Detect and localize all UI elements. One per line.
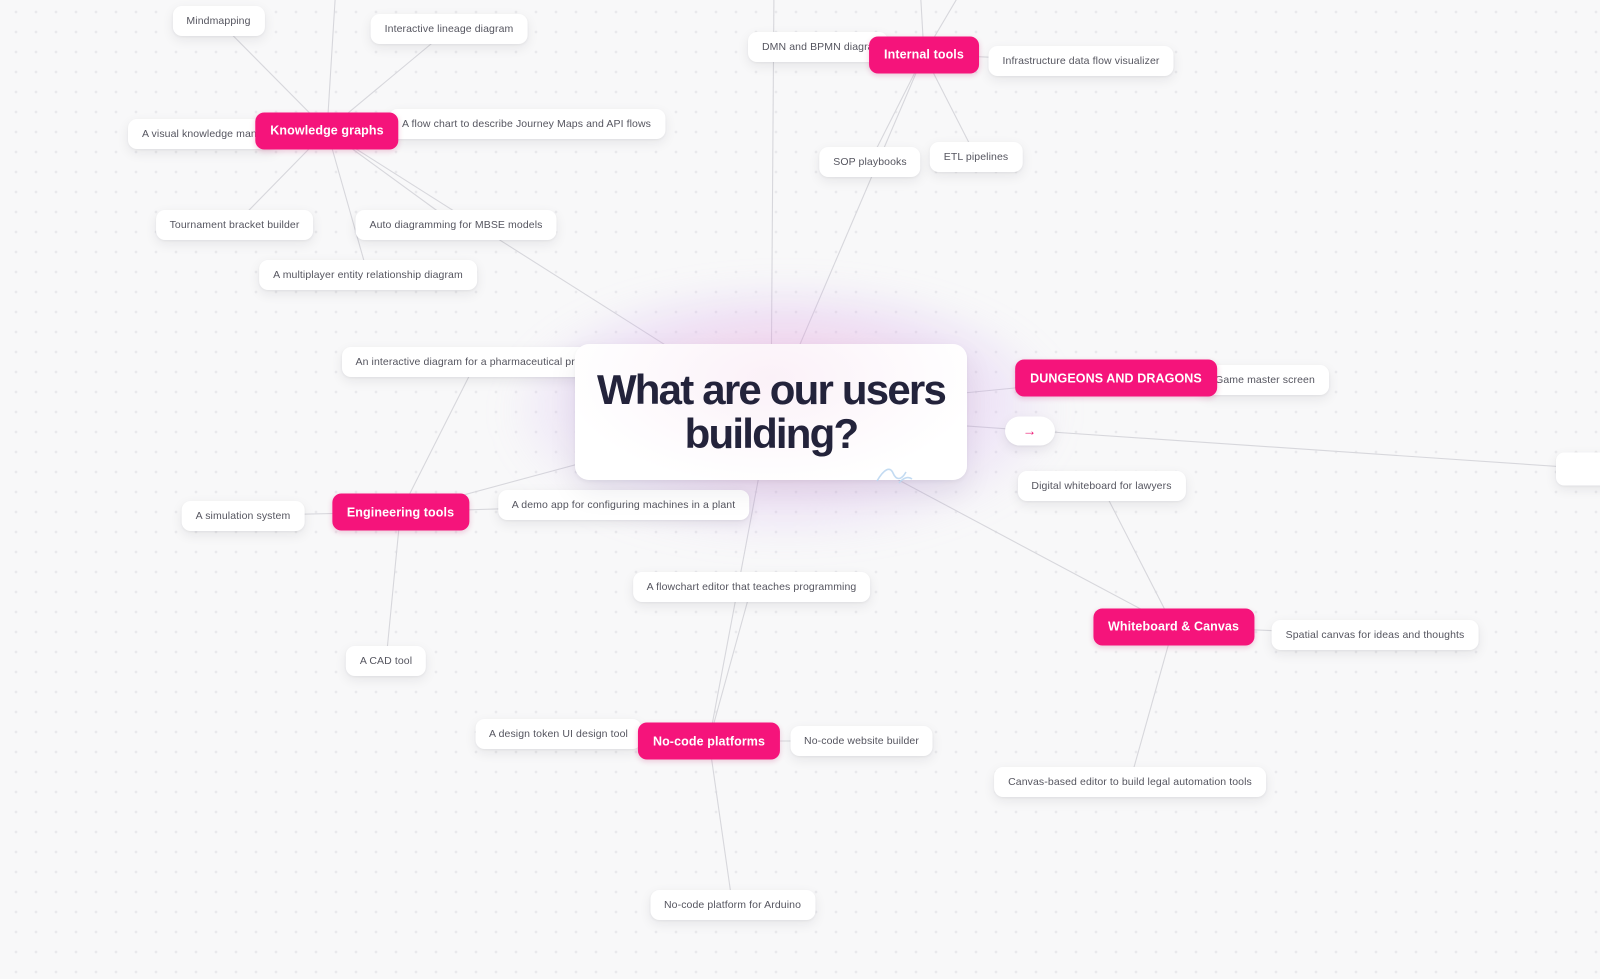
category-knowledge-graphs[interactable]: Knowledge graphs bbox=[255, 112, 399, 149]
leaf-digital-whiteboard-lawyers[interactable]: Digital whiteboard for lawyers bbox=[1017, 471, 1186, 501]
leaf-infrastructure-data-flow-visualizer[interactable]: Infrastructure data flow visualizer bbox=[988, 46, 1174, 76]
leaf-game-master-screen[interactable]: Game master screen bbox=[1201, 365, 1329, 395]
category-no-code-platforms[interactable]: No-code platforms bbox=[637, 722, 781, 760]
edge-whiteboard-canvas--canvas-legal-automation bbox=[1129, 626, 1175, 782]
category-whiteboard-canvas[interactable]: Whiteboard & Canvas bbox=[1092, 608, 1255, 645]
edge-no-code-platforms--no-code-arduino bbox=[708, 740, 734, 906]
leaf-canvas-legal-automation[interactable]: Canvas-based editor to build legal autom… bbox=[994, 766, 1266, 797]
edge-engineering-tools--pharma-diagram bbox=[400, 361, 477, 513]
edge-knowledge-graphs--anchor-top-a bbox=[326, 0, 336, 131]
leaf-multiplayer-erd[interactable]: A multiplayer entity relationship diagra… bbox=[259, 260, 477, 290]
leaf-sop-playbooks[interactable]: SOP playbooks bbox=[819, 146, 921, 177]
leaf-auto-diagramming-mbse[interactable]: Auto diagramming for MBSE models bbox=[355, 209, 557, 240]
leaf-spatial-canvas[interactable]: Spatial canvas for ideas and thoughts bbox=[1271, 620, 1479, 650]
edge-knowledge-graphs--multiplayer-erd bbox=[326, 130, 369, 276]
partial-node-right-edge-node[interactable] bbox=[1556, 452, 1600, 485]
leaf-etl-pipelines[interactable]: ETL pipelines bbox=[929, 141, 1023, 172]
edge-engineering-tools--cad-tool bbox=[385, 511, 402, 662]
edge-whiteboard-canvas--digital-whiteboard-lawyers bbox=[1101, 485, 1174, 627]
leaf-visual-knowledge-management[interactable]: A visual knowledge management bbox=[128, 118, 278, 149]
leaf-tournament-bracket-builder[interactable]: Tournament bracket builder bbox=[155, 210, 314, 240]
leaf-no-code-arduino[interactable]: No-code platform for Arduino bbox=[649, 890, 816, 920]
leaf-flowchart-teaches-programming[interactable]: A flowchart editor that teaches programm… bbox=[632, 572, 871, 602]
leaf-simulation-system[interactable]: A simulation system bbox=[181, 500, 305, 531]
leaf-design-token-ui[interactable]: A design token UI design tool bbox=[475, 719, 642, 749]
arrow-node-arrow-pill[interactable]: → bbox=[1004, 416, 1055, 445]
leaf-interactive-lineage-diagram[interactable]: Interactive lineage diagram bbox=[370, 14, 528, 44]
leaf-cad-tool[interactable]: A CAD tool bbox=[345, 646, 427, 676]
edge-arrow-pill--right-edge-node bbox=[1029, 429, 1589, 470]
category-engineering-tools[interactable]: Engineering tools bbox=[331, 493, 470, 531]
leaf-pharma-diagram[interactable]: An interactive diagram for a pharmaceuti… bbox=[341, 346, 612, 377]
leaf-flow-chart-journey-maps[interactable]: A flow chart to describe Journey Maps an… bbox=[387, 108, 666, 139]
leaf-dmn-bpmn-editor[interactable]: DMN and BPMN diagram editor bbox=[748, 32, 888, 62]
leaf-mindmapping[interactable]: Mindmapping bbox=[172, 6, 265, 36]
central-topic-title: What are our users building? bbox=[596, 366, 947, 457]
leaf-no-code-website-builder[interactable]: No-code website builder bbox=[790, 726, 933, 756]
central-topic-node[interactable]: What are our users building? bbox=[575, 344, 967, 480]
category-dungeons-and-dragons[interactable]: DUNGEONS AND DRAGONS bbox=[1015, 359, 1217, 397]
edge-no-code-platforms--flowchart-teaches-programming bbox=[708, 586, 753, 742]
category-internal-tools[interactable]: Internal tools bbox=[869, 36, 979, 73]
leaf-demo-app-machines[interactable]: A demo app for configuring machines in a… bbox=[497, 490, 750, 520]
